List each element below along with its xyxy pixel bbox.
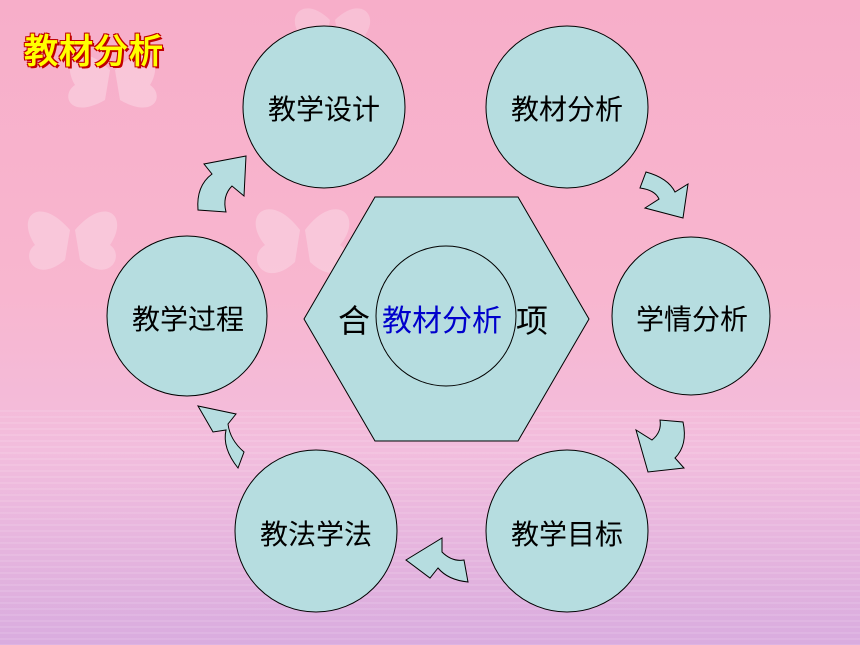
curved-arrow-icon	[405, 537, 469, 583]
curved-arrow-icon	[197, 405, 245, 469]
butterfly-watermark-icon	[68, 54, 157, 108]
curved-arrow-icon	[635, 419, 686, 473]
node-circle-material	[485, 25, 649, 189]
curved-arrow-icon	[639, 171, 689, 219]
slide-title: 教材分析	[24, 32, 164, 72]
curved-arrow-icon	[197, 155, 247, 213]
node-label-method: 教法学法	[259, 518, 372, 551]
node-circle-design	[242, 25, 406, 189]
node-label-material: 教材分析	[510, 93, 623, 126]
node-circle-learner	[611, 236, 771, 396]
hexagon-right-text: 项	[515, 302, 549, 340]
center-label: 教材分析	[382, 304, 502, 339]
node-circle-process	[106, 235, 268, 397]
node-label-objective: 教学目标	[510, 518, 623, 551]
node-label-design: 教学设计	[267, 93, 380, 126]
center-circle	[375, 245, 517, 387]
node-circle-objective	[485, 449, 649, 613]
node-label-process: 教学过程	[131, 303, 244, 336]
butterfly-watermark-icon	[27, 211, 118, 270]
node-circle-method	[234, 449, 398, 613]
node-label-learner: 学情分析	[635, 303, 748, 336]
background-stripes	[0, 410, 860, 645]
butterfly-watermark-icon	[255, 209, 350, 274]
hexagon-left-text: 合	[337, 302, 371, 340]
